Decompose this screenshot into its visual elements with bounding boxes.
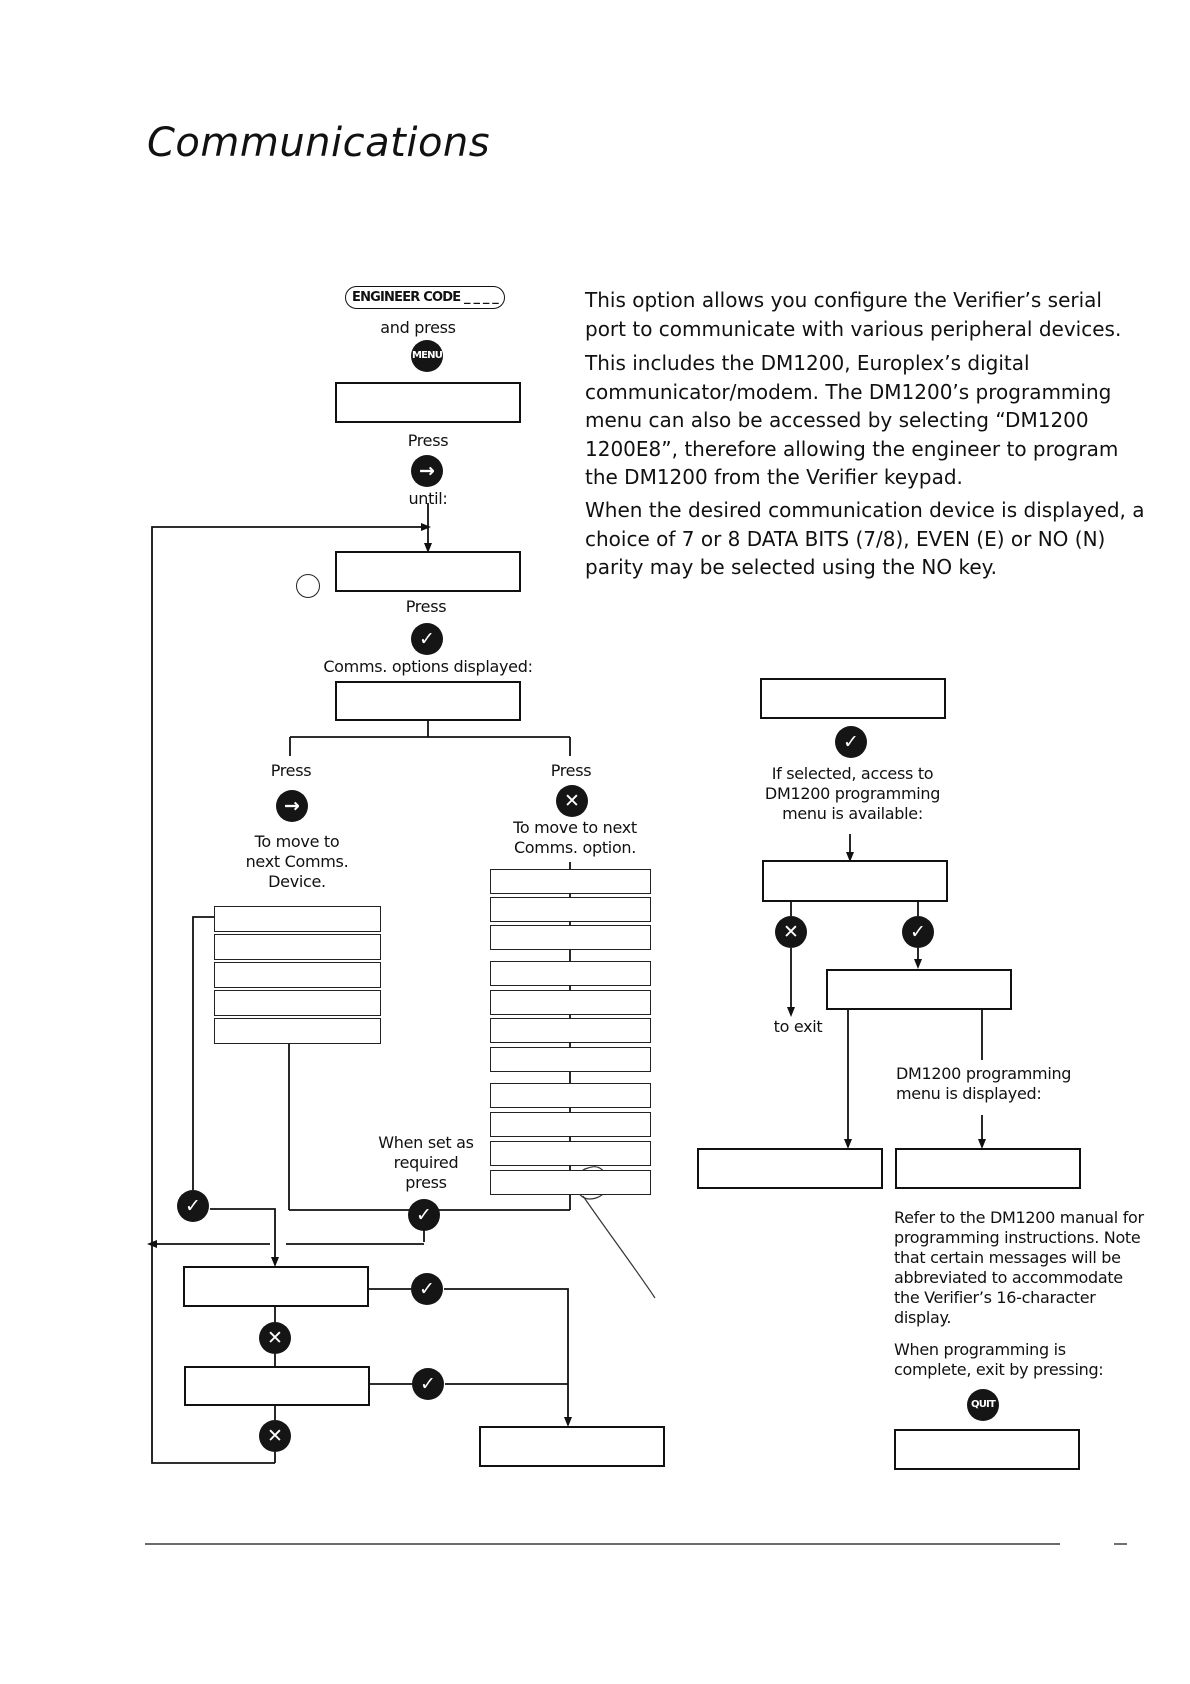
when-set-label: When set as required press [378,1133,474,1192]
press-label-left: Press [270,761,312,780]
tick-key-icon: ✓ [902,916,934,948]
circle-marker-icon [296,574,320,598]
tick-key-icon: ✓ [177,1190,209,1222]
display-box-dm1200 [760,678,946,719]
display-box-2 [335,551,521,592]
device-box-2 [214,934,381,960]
display-box-9 [894,1429,1080,1470]
tick-key-icon: ✓ [411,1273,443,1305]
refer-note-label: Refer to the DM1200 manual for programmi… [894,1208,1144,1327]
option-box-3 [490,925,651,950]
arrow-key-icon: → [411,455,443,487]
press-label-1: Press [407,431,449,450]
option-box-4 [490,961,651,986]
move-next-device-label: To move to next Comms. Device. [245,832,349,891]
until-label: until: [408,489,448,508]
option-box-6 [490,1018,651,1043]
tick-key-icon: ✓ [411,623,443,655]
intro-paragraph-3: When the desired communication device is… [585,498,1145,579]
if-selected-label: If selected, access to DM1200 programmin… [764,764,941,823]
tick-key-icon: ✓ [408,1199,440,1231]
display-box-1 [335,382,521,423]
engineer-code-display: ENGINEER CODE _ _ _ _ [345,286,505,309]
comms-options-label: Comms. options displayed: [323,657,533,676]
display-box-8 [895,1148,1081,1189]
menu-key-icon: MENU [411,340,443,372]
dm-menu-displayed-label: DM1200 programming menu is displayed: [896,1064,1072,1103]
cross-key-icon: ✕ [259,1322,291,1354]
display-box-6 [479,1426,665,1467]
tick-key-icon: ✓ [835,726,867,758]
cross-key-icon: ✕ [775,916,807,948]
device-box-4 [214,990,381,1016]
device-box-5 [214,1018,381,1044]
cross-key-icon: ✕ [259,1420,291,1452]
display-box-4 [183,1266,369,1307]
display-box-5 [184,1366,370,1406]
press-label-2: Press [405,597,447,616]
cross-key-icon: ✕ [556,785,588,817]
option-box-2 [490,897,651,922]
when-complete-label: When programming is complete, exit by pr… [894,1340,1104,1379]
option-box-10 [490,1141,651,1166]
page-title: Communications [147,120,491,166]
option-box-1 [490,869,651,894]
device-box-3 [214,962,381,988]
display-box-3 [335,681,521,721]
device-box-1 [214,906,381,932]
option-box-5 [490,990,651,1015]
arrow-key-icon: → [276,790,308,822]
display-box-confirm [826,969,1012,1010]
option-box-7 [490,1047,651,1072]
quit-key-icon: QUIT [967,1389,999,1421]
tick-key-icon: ✓ [412,1368,444,1400]
option-box-11 [490,1170,651,1195]
press-label-right: Press [550,761,592,780]
option-box-8 [490,1083,651,1108]
move-next-option-label: To move to next Comms. option. [513,818,637,857]
intro-paragraph-2: This includes the DM1200, Europlex’s dig… [585,351,1119,489]
and-press-label: and press [380,318,456,337]
option-box-9 [490,1112,651,1137]
display-box-access [762,860,948,902]
intro-paragraph-1: This option allows you configure the Ver… [585,288,1122,341]
to-exit-label: to exit [773,1017,823,1036]
display-box-7 [697,1148,883,1189]
